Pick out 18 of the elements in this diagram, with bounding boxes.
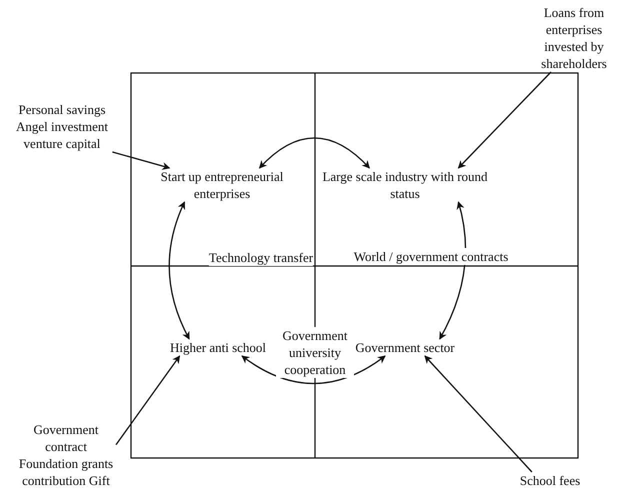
arrow xyxy=(458,72,552,169)
arrow xyxy=(112,151,170,170)
node-label: Government contract Foundation grants contribution Gift xyxy=(16,421,116,489)
node-label: Large scale industry with round status xyxy=(316,168,494,202)
node-label: School fees xyxy=(520,472,580,489)
node-label: Higher anti school xyxy=(170,339,266,356)
arrow xyxy=(115,355,180,446)
double-arrow xyxy=(439,201,466,340)
double-arrow xyxy=(241,355,386,384)
edge-label: Government university cooperation xyxy=(276,327,354,378)
node-label: Start up entrepreneurial enterprises xyxy=(147,168,297,202)
arrow xyxy=(424,355,532,472)
edge-label: World / government contracts xyxy=(354,248,508,265)
node-label: Loans from enterprises invested by shareholders xyxy=(541,4,607,72)
node-label: Personal savings Angel investment venture capital xyxy=(6,101,118,152)
double-arrow xyxy=(258,137,370,169)
node-label: Government sector xyxy=(355,339,455,356)
double-arrow xyxy=(168,201,190,340)
